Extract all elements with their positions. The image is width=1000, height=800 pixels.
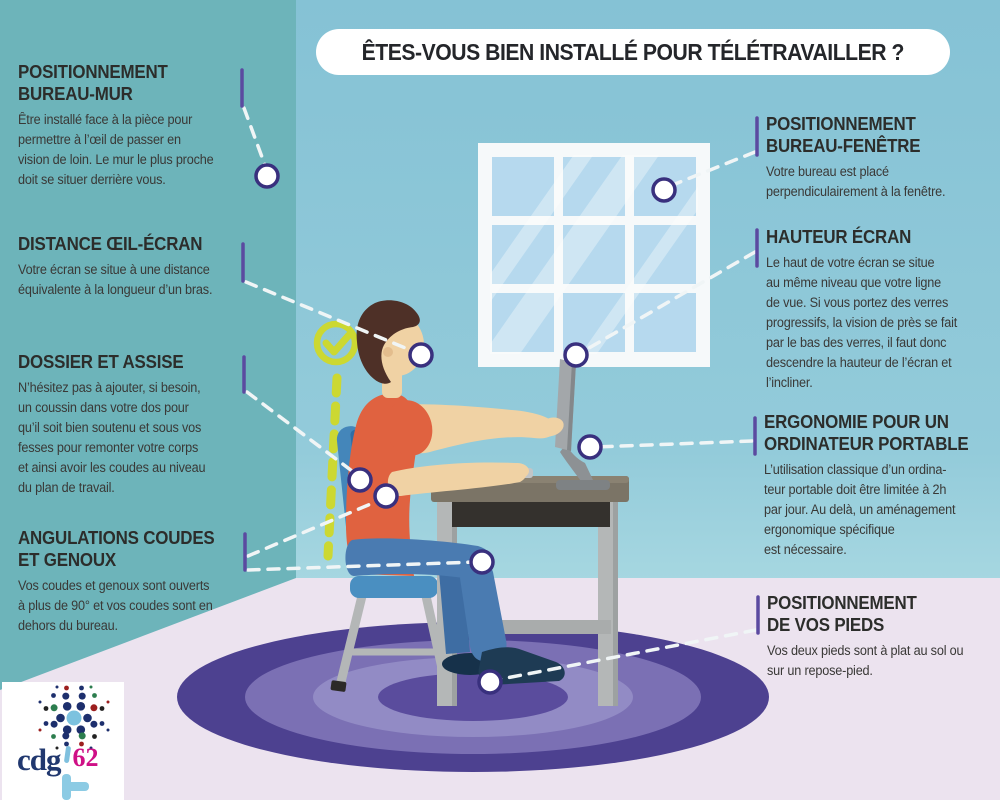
side-wall-teal bbox=[0, 0, 296, 690]
section-dossier-assise-body: N’hésitez pas à ajouter, si besoin, un c… bbox=[18, 379, 206, 495]
section-bureau-mur-body: Être installé face à la pièce pour perme… bbox=[18, 111, 214, 187]
section-hauteur-ecran: HAUTEUR ÉCRAN Le haut de votre écran se … bbox=[766, 227, 969, 393]
section-angulations-title: ANGULATIONS COUDES ET GENOUX bbox=[18, 528, 215, 570]
logo-cross-icon bbox=[58, 774, 94, 800]
section-pieds-title: POSITIONNEMENT DE VOS PIEDS bbox=[767, 593, 917, 635]
hair bbox=[356, 300, 420, 384]
section-oeil-ecran-body: Votre écran se situe à une distance équi… bbox=[18, 261, 213, 297]
section-bureau-fenetre-body: Votre bureau est placé perpendiculaireme… bbox=[766, 163, 946, 199]
marker-elbow bbox=[373, 483, 399, 509]
near-shin bbox=[460, 552, 507, 661]
marker-knee bbox=[469, 549, 495, 575]
marker-window bbox=[651, 177, 677, 203]
section-bureau-mur: POSITIONNEMENT BUREAU-MUR Être installé … bbox=[18, 62, 226, 190]
section-hauteur-ecran-title: HAUTEUR ÉCRAN bbox=[766, 227, 912, 247]
spine-guide-line bbox=[323, 373, 342, 561]
checkmark-icon bbox=[313, 320, 359, 366]
far-arm bbox=[397, 404, 558, 454]
marker-foot bbox=[477, 669, 503, 695]
logo-separator-icon bbox=[63, 745, 71, 764]
section-bureau-fenetre-title: POSITIONNEMENT BUREAU-FENÊTRE bbox=[766, 114, 921, 156]
near-thigh bbox=[345, 538, 493, 579]
marker-screen-mid bbox=[577, 434, 603, 460]
section-oeil-ecran-title: DISTANCE ŒIL-ÉCRAN bbox=[18, 234, 203, 254]
section-dossier-assise: DOSSIER ET ASSISE N’hésitez pas à ajoute… bbox=[18, 352, 217, 498]
marker-eye bbox=[408, 342, 434, 368]
marker-wall bbox=[254, 163, 280, 189]
marker-screen-top bbox=[563, 342, 589, 368]
shirt-sleeve bbox=[385, 400, 433, 456]
section-angulations-body: Vos coudes et genoux sont ouverts à plus… bbox=[18, 577, 213, 633]
logo-text-62: 62 bbox=[72, 743, 99, 772]
section-oeil-ecran: DISTANCE ŒIL-ÉCRAN Votre écran se situe … bbox=[18, 234, 225, 300]
rug bbox=[177, 622, 769, 772]
section-tick-marks bbox=[240, 68, 760, 635]
logo-dot-burst-icon bbox=[38, 685, 110, 750]
cdg62-logo: cdg 62 bbox=[2, 682, 124, 800]
section-pieds: POSITIONNEMENT DE VOS PIEDS Vos deux pie… bbox=[767, 593, 976, 681]
section-bureau-fenetre: POSITIONNEMENT BUREAU-FENÊTRE Votre bure… bbox=[766, 114, 957, 202]
section-ergonomie-portable-body: L’utilisation classique d’un ordina- teu… bbox=[764, 461, 956, 557]
logo-text-cdg: cdg bbox=[17, 742, 61, 777]
window-reflections bbox=[490, 155, 698, 354]
section-bureau-mur-title: POSITIONNEMENT BUREAU-MUR bbox=[18, 62, 168, 104]
section-angulations: ANGULATIONS COUDES ET GENOUX Vos coudes … bbox=[18, 528, 227, 636]
page-title: ÊTES-VOUS BIEN INSTALLÉ POUR TÉLÉTRAVAIL… bbox=[361, 38, 905, 65]
marker-back bbox=[347, 467, 373, 493]
section-dossier-assise-title: DOSSIER ET ASSISE bbox=[18, 352, 184, 372]
section-hauteur-ecran-body: Le haut de votre écran se situe au même … bbox=[766, 254, 958, 390]
connector-lines bbox=[242, 106, 758, 682]
title-banner: ÊTES-VOUS BIEN INSTALLÉ POUR TÉLÉTRAVAIL… bbox=[316, 29, 950, 75]
section-ergonomie-portable: ERGONOMIE POUR UN ORDINATEUR PORTABLE L’… bbox=[764, 412, 982, 560]
section-pieds-body: Vos deux pieds sont à plat au sol ou sur… bbox=[767, 642, 964, 678]
near-forearm bbox=[387, 462, 527, 497]
section-ergonomie-portable-title: ERGONOMIE POUR UN ORDINATEUR PORTABLE bbox=[764, 412, 969, 454]
